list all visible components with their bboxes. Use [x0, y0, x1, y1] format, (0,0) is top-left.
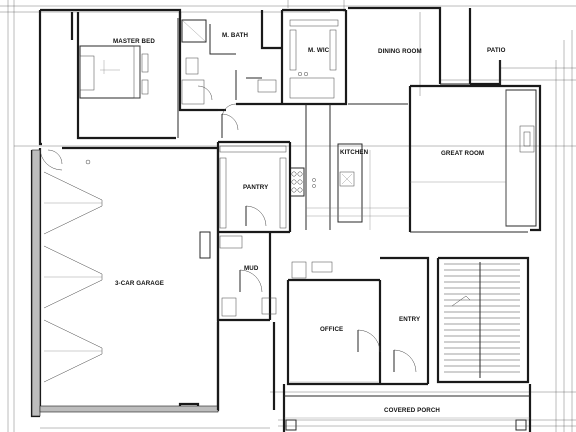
kitchen-sink: [339, 171, 355, 187]
master-bath-area: [178, 10, 282, 119]
built-in-wall: [505, 89, 537, 227]
sink: [257, 79, 277, 93]
label-3-car-garage: 3-CAR GARAGE: [115, 280, 164, 287]
label-office: OFFICE: [320, 326, 343, 333]
kitchen-island: [337, 143, 363, 223]
tub: [181, 79, 205, 105]
cooktop: [289, 167, 305, 197]
office-area: [216, 278, 382, 410]
entry-stair-area: [380, 256, 530, 386]
garage-wall-hatch: [31, 149, 41, 417]
covered-porch-area: [282, 384, 532, 432]
label-great-room: GREAT ROOM: [441, 150, 484, 157]
label-master-bed: MASTER BED: [113, 38, 155, 45]
kitchen-area: [289, 104, 410, 230]
label-kitchen: KITCHEN: [340, 149, 369, 156]
label-m-wic: M. WIC: [308, 47, 330, 54]
label-m-bath: M. BATH: [222, 32, 248, 39]
master-bed-area: [38, 8, 182, 146]
label-covered-porch: COVERED PORCH: [384, 407, 440, 414]
label-patio: PATIO: [487, 47, 506, 54]
room-labels: MASTER BED M. BATH M. WIC DINING ROOM PA…: [113, 32, 506, 414]
label-dining-room: DINING ROOM: [378, 48, 422, 55]
toilet: [185, 57, 199, 75]
label-pantry: PANTRY: [243, 184, 269, 191]
dining-patio-area: [348, 6, 502, 105]
fireplace: [519, 125, 535, 153]
shower: [181, 19, 207, 43]
label-entry: ENTRY: [399, 316, 421, 323]
staircase: [444, 262, 520, 378]
label-mud: MUD: [244, 265, 259, 272]
mud-area: [216, 232, 333, 322]
pantry-area: [216, 113, 292, 234]
great-room-area: [408, 84, 542, 233]
powder-toilet: [221, 297, 237, 317]
master-wic-area: [280, 8, 348, 106]
